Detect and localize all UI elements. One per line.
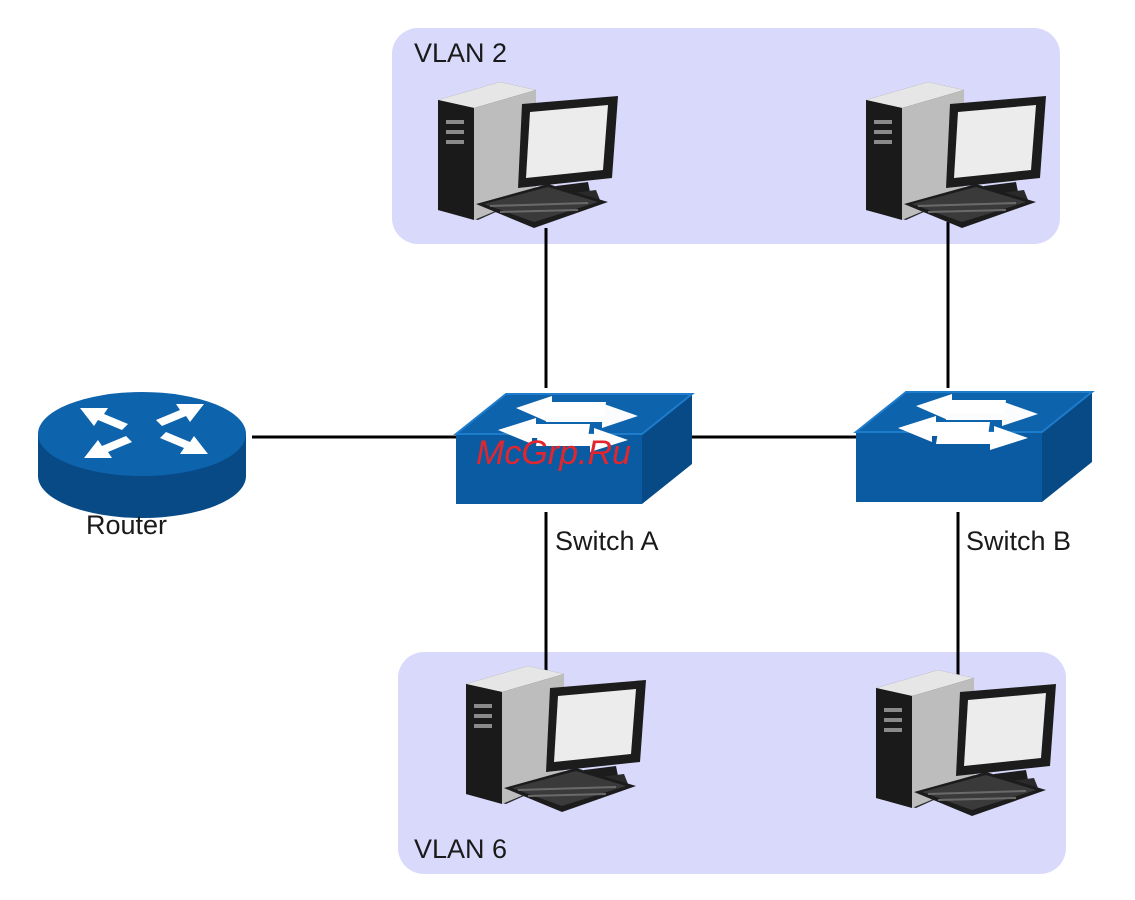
switch-b-icon (856, 392, 1092, 502)
switch-a-label: Switch A (555, 526, 659, 556)
vlan-2-label: VLAN 2 (414, 38, 507, 68)
router-icon (38, 392, 246, 518)
watermark-text: McGrp.Ru (476, 434, 631, 472)
computer-icon (466, 666, 646, 812)
vlan-6-label: VLAN 6 (414, 834, 507, 864)
computer-icon (438, 82, 618, 228)
computer-icon (866, 82, 1046, 228)
computer-icon (876, 670, 1056, 816)
router-label: Router (86, 510, 167, 540)
switch-b-label: Switch B (966, 526, 1071, 556)
